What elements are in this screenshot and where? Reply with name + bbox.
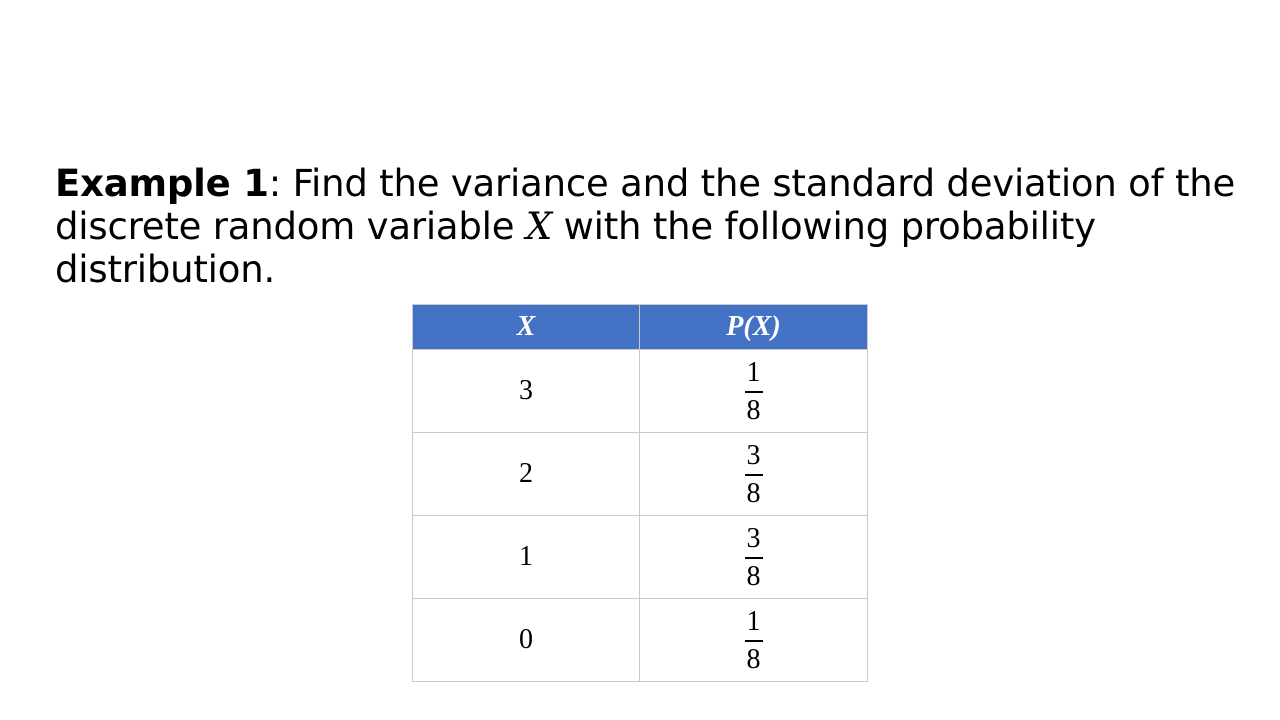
fraction-bar: [744, 557, 763, 559]
probability-cell: 1 8: [639, 598, 868, 682]
header-px: P(X): [639, 304, 868, 350]
probability-cell: 3 8: [639, 515, 868, 599]
fraction-denominator: 8: [746, 644, 761, 675]
x-value-cell: 0: [412, 598, 640, 682]
problem-text-end: with the following probability distribut…: [55, 205, 1096, 291]
x-value-cell: 1: [412, 515, 640, 599]
fraction-numerator: 3: [746, 523, 761, 554]
fraction-numerator: 1: [746, 606, 761, 637]
probability-fraction: 1 8: [744, 357, 763, 426]
table-row: 2 3 8: [412, 432, 868, 516]
fraction-denominator: 8: [746, 478, 761, 509]
probability-cell: 1 8: [639, 349, 868, 433]
fraction-denominator: 8: [746, 395, 761, 426]
probability-cell: 3 8: [639, 432, 868, 516]
fraction-bar: [744, 391, 763, 393]
table-row: 0 1 8: [412, 598, 868, 682]
probability-fraction: 1 8: [744, 606, 763, 675]
probability-fraction: 3 8: [744, 523, 763, 592]
problem-statement: Example 1: Find the variance and the sta…: [55, 162, 1245, 291]
table-header-row: X P(X): [412, 304, 868, 350]
fraction-denominator: 8: [746, 561, 761, 592]
random-variable-symbol: X: [525, 205, 553, 248]
fraction-numerator: 1: [746, 357, 761, 388]
x-value-cell: 3: [412, 349, 640, 433]
header-x: X: [412, 304, 640, 350]
probability-fraction: 3 8: [744, 440, 763, 509]
fraction-bar: [744, 640, 763, 642]
fraction-bar: [744, 474, 763, 476]
problem-text-start: : Find the variance and the standard dev…: [55, 162, 1236, 248]
x-value-cell: 2: [412, 432, 640, 516]
table-row: 3 1 8: [412, 349, 868, 433]
table-row: 1 3 8: [412, 515, 868, 599]
fraction-numerator: 3: [746, 440, 761, 471]
example-label: Example 1: [55, 162, 269, 205]
probability-distribution-table: X P(X) 3 1 8 2 3: [412, 304, 868, 682]
